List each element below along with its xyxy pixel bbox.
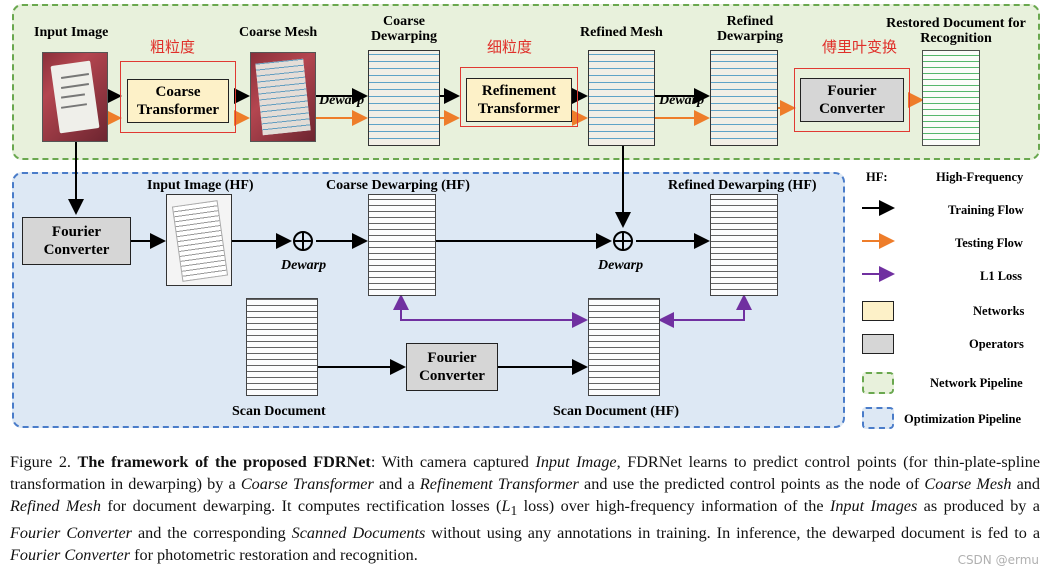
caption-text: without using any annotations in trainin… [425, 524, 1041, 543]
legend-hf-key: HF: [866, 170, 888, 184]
label-coarse-dewarping-hf: Coarse Dewarping (HF) [326, 178, 470, 193]
refined-dewarping-image [710, 50, 778, 146]
coarse-transformer-box: Coarse Transformer [127, 79, 229, 123]
caption-italic: Coarse Mesh [924, 475, 1012, 493]
caption-title: The framework of the proposed FDRNet [77, 453, 371, 471]
figure-caption: Figure 2. The framework of the proposed … [10, 451, 1040, 566]
label-restored-document: Restored Document for Recognition [886, 16, 1026, 46]
label-scan-document: Scan Document [232, 404, 326, 419]
coarse-dewarping-hf [368, 194, 436, 296]
legend-network-pipeline: Network Pipeline [930, 376, 1023, 390]
legend-l1-loss: L1 Loss [980, 269, 1023, 283]
caption-subscript: 1 [510, 503, 518, 519]
legend-networks-swatch [862, 301, 894, 321]
caption-text: for document dewarping. It computes rect… [100, 497, 502, 515]
restored-document-image [922, 50, 980, 146]
note-fourier: 傅里叶变换 [822, 38, 898, 56]
label-refined-mesh: Refined Mesh [580, 25, 663, 40]
note-coarse: 粗粒度 [150, 38, 196, 56]
refinement-transformer-box: Refinement Transformer [466, 78, 572, 122]
refinement-transformer-frame [460, 67, 578, 127]
caption-italic: Coarse Transformer [240, 475, 374, 493]
note-fine: 细粒度 [487, 38, 533, 56]
legend-operators: Operators [969, 337, 1024, 351]
watermark: CSDN @ermu [957, 553, 1039, 567]
legend-operators-swatch [862, 334, 894, 354]
caption-text: : With camera captured [370, 453, 536, 471]
caption-text: , FDRNet learns to predict control point… [10, 453, 1040, 493]
caption-italic: Fourier Converter [10, 524, 132, 543]
caption-italic: Fourier Converter [10, 546, 131, 565]
legend-network-pipeline-swatch [862, 372, 894, 394]
refined-dewarping-hf [710, 194, 778, 296]
input-image-photo [42, 52, 108, 142]
label-coarse-mesh: Coarse Mesh [239, 25, 318, 40]
legend-optimization-pipeline-swatch [862, 407, 894, 429]
fourier-converter-left: Fourier Converter [22, 217, 131, 265]
caption-italic: L [501, 497, 511, 515]
scan-document-hf-image [588, 298, 660, 396]
caption-italic: Refinement Transformer [419, 475, 579, 493]
legend-testing-flow: Testing Flow [955, 236, 1023, 250]
caption-fig-label: Figure 2. [10, 453, 71, 471]
dewarp-label-bottom-1: Dewarp [281, 258, 327, 273]
caption-italic: Scanned Documents [291, 524, 426, 543]
label-input-image: Input Image [34, 25, 109, 40]
scan-document-image [246, 298, 318, 396]
coarse-transformer-frame [120, 61, 236, 133]
fourier-top-frame [794, 68, 910, 132]
caption-text: and the corresponding [131, 524, 292, 543]
caption-text: and a [373, 475, 420, 493]
legend-training-flow: Training Flow [948, 203, 1024, 217]
label-input-image-hf: Input Image (HF) [147, 178, 254, 193]
caption-italic: Input Image [535, 453, 617, 471]
legend-hf-value: High-Frequency [936, 170, 1024, 184]
legend-networks: Networks [973, 304, 1025, 318]
dewarp-label-top-2: Dewarp [659, 93, 705, 108]
fourier-converter-bottom: Fourier Converter [406, 343, 498, 391]
dewarp-label-top-1: Dewarp [319, 93, 365, 108]
legend-optimization-pipeline: Optimization Pipeline [904, 412, 1022, 426]
caption-italic: Refined Mesh [10, 497, 101, 515]
coarse-dewarping-image [368, 50, 440, 146]
caption-text: and [1011, 475, 1040, 493]
label-coarse-dewarping: Coarse Dewarping [370, 14, 438, 44]
caption-text: loss) over high-frequency information of… [517, 497, 830, 515]
label-scan-document-hf: Scan Document (HF) [553, 404, 679, 419]
label-refined-dewarping-hf: Refined Dewarping (HF) [668, 178, 817, 193]
fourier-converter-top: Fourier Converter [800, 78, 904, 122]
refined-mesh-image [588, 50, 655, 146]
input-image-hf [166, 194, 232, 286]
dewarp-label-bottom-2: Dewarp [598, 258, 644, 273]
coarse-mesh-photo [250, 52, 316, 142]
caption-text: as produced by a [917, 497, 1040, 515]
caption-italic: Input Images [829, 497, 918, 515]
caption-text: for photometric restoration and recognit… [130, 546, 418, 565]
caption-text: and use the predicted control points as … [578, 475, 925, 493]
label-refined-dewarping: Refined Dewarping [716, 14, 784, 44]
